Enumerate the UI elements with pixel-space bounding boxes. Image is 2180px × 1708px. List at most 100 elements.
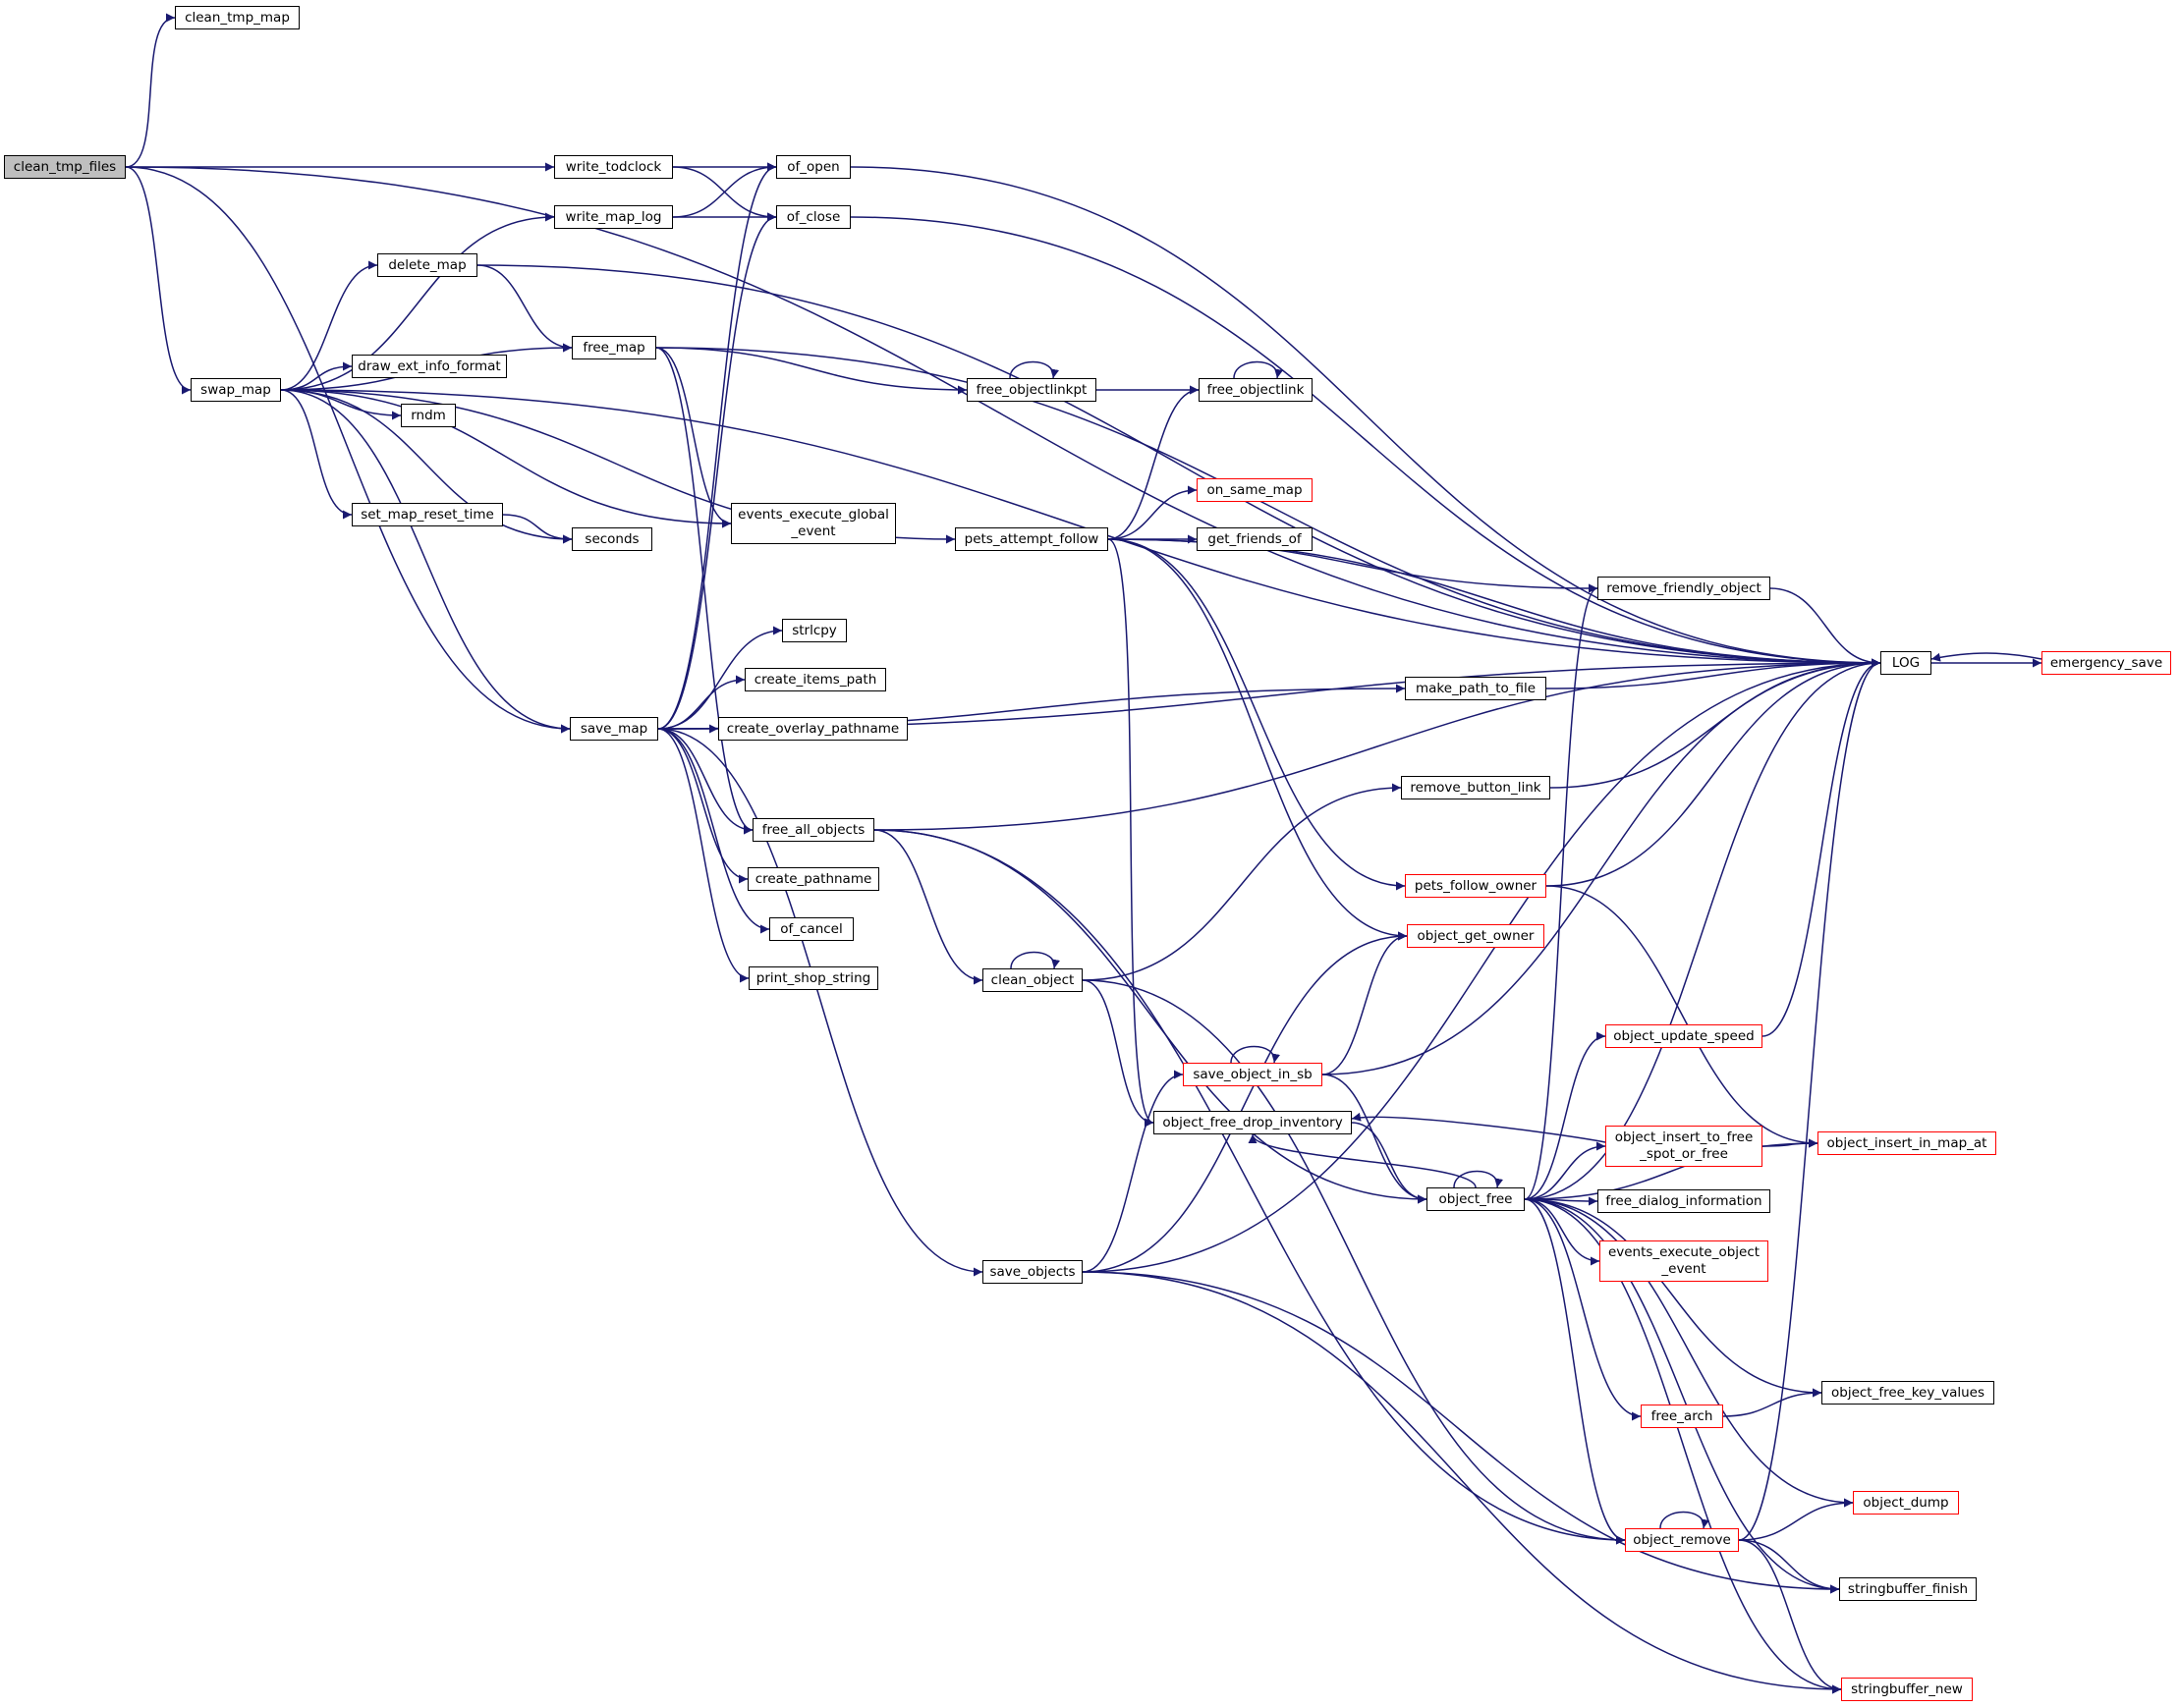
edge-save_object_in_sb-to-object_free <box>1321 1074 1427 1204</box>
node-clean-object[interactable]: clean_object <box>982 968 1083 992</box>
node-strlcpy[interactable]: strlcpy <box>782 619 847 642</box>
edge-emergency_save-to-LOG <box>1930 652 2042 662</box>
edge-save_objects-to-stringbuffer_finish <box>1082 1271 1840 1594</box>
edge-object_free-to-LOG <box>1524 658 1881 1200</box>
node-stringbuffer-finish[interactable]: stringbuffer_finish <box>1839 1577 1977 1601</box>
edge-object_remove-to-LOG <box>1738 658 1881 1541</box>
edge-save_map-to-of_cancel <box>657 728 770 934</box>
edge-save_object_in_sb-to-object_get_owner <box>1321 931 1408 1075</box>
edge-object_free-to-object_free_key_values <box>1524 1198 1822 1398</box>
edge-delete_map-to-free_map <box>476 264 573 353</box>
edge-swap_map-to-set_map_reset_time <box>280 389 353 520</box>
node-object-dump[interactable]: object_dump <box>1853 1491 1959 1515</box>
edge-save_map-to-create_items_path <box>657 675 746 730</box>
node-of-cancel[interactable]: of_cancel <box>769 917 854 941</box>
edge-save_map-to-free_all_objects <box>657 728 754 835</box>
node-swap-map[interactable]: swap_map <box>191 378 281 402</box>
node-of-open[interactable]: of_open <box>776 155 851 179</box>
node-save-object-in-sb[interactable]: save_object_in_sb <box>1183 1063 1322 1086</box>
node-write-todclock[interactable]: write_todclock <box>554 155 673 179</box>
node-draw-ext-info-format[interactable]: draw_ext_info_format <box>352 355 507 378</box>
edge-object_remove-to-object_dump <box>1738 1498 1854 1541</box>
edge-object_remove-to-object_remove <box>1659 1511 1710 1529</box>
edge-save_object_in_sb-to-save_object_in_sb <box>1230 1045 1281 1064</box>
node-stringbuffer-new[interactable]: stringbuffer_new <box>1841 1678 1973 1701</box>
edge-save_map-to-print_shop_string <box>657 728 750 983</box>
node-seconds[interactable]: seconds <box>572 527 652 551</box>
edge-free_map-to-free_all_objects <box>655 347 754 835</box>
edge-free_map-to-events_execute_global_event <box>655 347 732 528</box>
node-events-execute-global-event[interactable]: events_execute_global _event <box>731 503 896 544</box>
node-save-map[interactable]: save_map <box>570 717 658 741</box>
edge-make_path_to_file-to-LOG <box>1545 658 1881 689</box>
node-get-friends-of[interactable]: get_friends_of <box>1197 527 1313 551</box>
edge-pets_attempt_follow-to-LOG <box>1107 538 1881 668</box>
edge-swap_map-to-LOG <box>280 389 1881 668</box>
node-remove-button-link[interactable]: remove_button_link <box>1401 776 1550 799</box>
node-on-same-map[interactable]: on_same_map <box>1197 478 1313 502</box>
edge-free_objectlinkpt-to-free_objectlinkpt <box>1009 360 1060 379</box>
edge-save_objects-to-save_object_in_sb <box>1082 1070 1184 1273</box>
node-print-shop-string[interactable]: print_shop_string <box>749 966 878 990</box>
edge-swap_map-to-write_map_log <box>280 212 555 391</box>
node-free-all-objects[interactable]: free_all_objects <box>753 818 874 842</box>
edge-object_insert_to_free_spot_or_free-to-object_free_drop_inventory <box>1351 1112 1606 1143</box>
edge-clean_tmp_files-to-swap_map <box>125 166 192 395</box>
node-object-free-key-values[interactable]: object_free_key_values <box>1821 1381 1994 1405</box>
node-create-pathname[interactable]: create_pathname <box>748 867 879 891</box>
node-create-overlay-pathname[interactable]: create_overlay_pathname <box>718 717 908 741</box>
edge-clean_object-to-remove_button_link <box>1082 783 1402 981</box>
node-emergency-save[interactable]: emergency_save <box>2041 651 2171 675</box>
edge-group <box>125 13 2042 1694</box>
node-free-objectlink[interactable]: free_objectlink <box>1199 378 1313 402</box>
node-free-map[interactable]: free_map <box>572 336 656 359</box>
edge-pets_attempt_follow-to-object_free_drop_inventory <box>1107 538 1154 1128</box>
edge-pets_attempt_follow-to-free_objectlink <box>1107 385 1200 540</box>
edge-save_objects-to-object_get_owner <box>1082 931 1408 1273</box>
node-object-insert-in-map-at[interactable]: object_insert_in_map_at <box>1817 1131 1996 1155</box>
node-clean-tmp-files[interactable]: clean_tmp_files <box>4 155 126 179</box>
node-object-free[interactable]: object_free <box>1426 1187 1525 1211</box>
edge-pets_follow_owner-to-object_insert_in_map_at <box>1545 885 1818 1148</box>
edge-swap_map-to-events_execute_global_event <box>280 389 732 528</box>
edge-free_all_objects-to-object_free <box>873 829 1427 1204</box>
node-make-path-to-file[interactable]: make_path_to_file <box>1405 677 1546 700</box>
node-object-insert-to-free-spot-or-free[interactable]: object_insert_to_free _spot_or_free <box>1605 1126 1762 1167</box>
node-save-objects[interactable]: save_objects <box>982 1260 1083 1284</box>
edge-clean_object-to-object_free_drop_inventory <box>1082 979 1154 1128</box>
edge-free_objectlink-to-free_objectlink <box>1233 360 1284 379</box>
node-pets-attempt-follow[interactable]: pets_attempt_follow <box>955 527 1108 551</box>
edge-save_map-to-of_close <box>657 212 777 730</box>
node-clean-tmp-map[interactable]: clean_tmp_map <box>175 6 300 29</box>
edge-clean_tmp_files-to-LOG <box>125 166 1881 668</box>
node-object-get-owner[interactable]: object_get_owner <box>1407 924 1544 948</box>
node-delete-map[interactable]: delete_map <box>377 253 477 277</box>
edge-save_map-to-of_open <box>657 162 777 730</box>
node-rndm[interactable]: rndm <box>401 404 456 427</box>
edge-object_free-to-object_insert_in_map_at <box>1524 1138 1818 1200</box>
node-object-update-speed[interactable]: object_update_speed <box>1605 1024 1762 1048</box>
node-remove-friendly-object[interactable]: remove_friendly_object <box>1597 577 1770 600</box>
edge-pets_follow_owner-to-LOG <box>1545 658 1881 887</box>
node-write-map-log[interactable]: write_map_log <box>554 205 673 229</box>
node-set-map-reset-time[interactable]: set_map_reset_time <box>352 503 503 526</box>
node-free-arch[interactable]: free_arch <box>1641 1405 1723 1428</box>
node-free-dialog-information[interactable]: free_dialog_information <box>1597 1189 1770 1213</box>
node-events-execute-object-event[interactable]: events_execute_object _event <box>1599 1240 1768 1282</box>
edge-delete_map-to-LOG <box>476 264 1881 668</box>
node-object-free-drop-inventory[interactable]: object_free_drop_inventory <box>1153 1111 1352 1134</box>
node-of-close[interactable]: of_close <box>776 205 851 229</box>
node-create-items-path[interactable]: create_items_path <box>745 668 886 691</box>
node-pets-follow-owner[interactable]: pets_follow_owner <box>1405 874 1546 898</box>
edge-object_free-to-object_update_speed <box>1524 1031 1606 1200</box>
edge-object_free-to-stringbuffer_finish <box>1524 1198 1840 1594</box>
node-object-remove[interactable]: object_remove <box>1625 1528 1739 1552</box>
node-log[interactable]: LOG <box>1880 651 1931 675</box>
edge-object_free-to-free_arch <box>1524 1198 1642 1421</box>
edge-set_map_reset_time-to-seconds <box>502 514 573 544</box>
edge-free_arch-to-object_free_key_values <box>1722 1388 1822 1417</box>
node-free-objectlinkpt[interactable]: free_objectlinkpt <box>967 378 1096 402</box>
edge-pets_attempt_follow-to-pets_follow_owner <box>1107 538 1406 891</box>
